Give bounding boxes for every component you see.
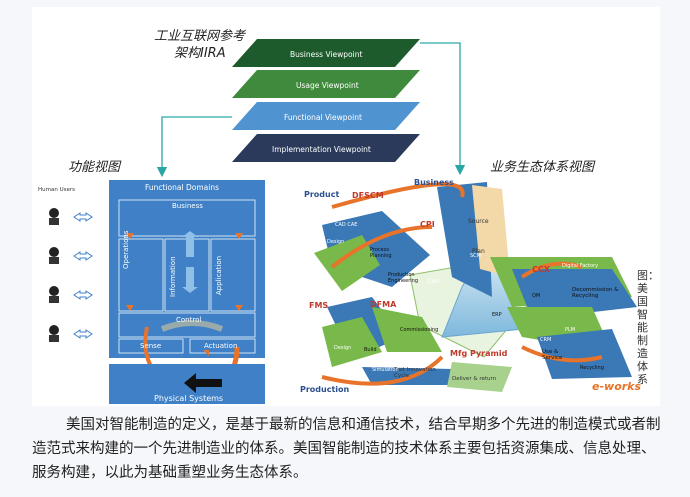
eco-design: Design	[327, 239, 345, 245]
iira-title-line2: 架构IIRA	[174, 46, 226, 61]
ecosystem-diagram	[314, 182, 637, 392]
eco-mfg-pyramid: Mfg Pyramid	[450, 349, 508, 358]
eco-process-planning: Process Planning	[370, 247, 392, 259]
eco-qm: QM	[532, 293, 541, 299]
business-domain-label: Business	[172, 202, 203, 210]
architecture-diagram	[49, 39, 637, 404]
eco-fast-innovation: Fast Innovation Cycle	[394, 367, 436, 379]
eco-deliver-return: Deliver & return	[452, 376, 497, 382]
business-viewpoint-label: Business Viewpoint	[290, 50, 363, 59]
physical-systems-box	[109, 364, 265, 404]
usage-viewpoint-label: Usage Viewpoint	[296, 81, 359, 90]
watermark-logo: e-works	[592, 380, 642, 393]
viewpoint-stack	[232, 39, 420, 162]
eco-erp: ERP	[492, 312, 502, 318]
ecosystem-view-label: 业务生态体系视图	[490, 160, 595, 175]
eco-decommission: Decommission & Recycling	[572, 287, 619, 299]
eco-scm: SCM	[470, 253, 481, 259]
functional-domains-panel	[109, 180, 265, 379]
eco-use-service: Use & Service	[542, 349, 563, 361]
eco-ccx: CCX	[532, 265, 550, 274]
eco-product: Product	[304, 190, 340, 199]
control-domain-label: Control	[176, 316, 202, 324]
eco-crm: CRM	[540, 337, 552, 343]
eco-plm: PLM	[565, 327, 576, 333]
eco-business: Business	[414, 178, 454, 187]
actuation-label: Actuation	[204, 342, 238, 350]
eco-production: Production	[300, 385, 350, 394]
usage-viewpoint-layer	[232, 70, 420, 98]
eco-cam: CAM	[428, 279, 440, 285]
eco-recycle: Recycling	[580, 365, 604, 371]
connector-left	[156, 116, 232, 178]
functional-viewpoint-layer	[232, 102, 420, 130]
caption-paragraph: 美国对智能制造的定义，是基于最新的信息和通信技术，结合早期多个先进的制造模式或者…	[32, 417, 661, 481]
eco-source: Source	[468, 218, 489, 225]
business-viewpoint-layer	[232, 39, 420, 67]
functional-domains-title: Functional Domains	[145, 183, 219, 192]
sense-label: Sense	[140, 342, 162, 350]
eco-design-2: Design	[334, 345, 352, 351]
eco-commissioning: Commissioning	[400, 327, 439, 333]
eco-cpi: CPI	[420, 220, 435, 229]
human-users-label: Human Users	[38, 187, 75, 193]
figure-image: Business Viewpoint Usage Viewpoint Funct…	[32, 7, 660, 406]
eco-fms: FMS	[309, 301, 329, 310]
eco-production-engineering: Production Engineering	[388, 272, 418, 284]
side-note: 图：美国智能制造体系	[637, 269, 659, 386]
application-domain-label: Application	[215, 255, 223, 295]
operations-domain-label: Operations	[122, 230, 130, 269]
functional-view-label: 功能视图	[68, 160, 121, 175]
eco-dfma: DFMA	[370, 300, 397, 309]
information-domain-label: Information	[169, 256, 177, 297]
functional-viewpoint-label: Functional Viewpoint	[284, 113, 362, 122]
implementation-viewpoint-layer	[232, 134, 420, 162]
eco-simulation: Simulation	[372, 367, 399, 373]
eco-build: Build	[364, 347, 377, 353]
connector-right	[420, 42, 466, 176]
implementation-viewpoint-label: Implementation Viewpoint	[272, 145, 371, 154]
human-users-column	[49, 208, 93, 342]
eco-dfscm: DFSCM	[352, 191, 384, 200]
physical-systems-label: Physical Systems	[154, 394, 224, 403]
eco-cad: CAD CAE	[335, 222, 358, 228]
iira-title-line1: 工业互联网参考	[154, 29, 246, 44]
eco-plan: Plan	[472, 248, 485, 255]
eco-digital-factory: Digital Factory	[562, 263, 599, 269]
